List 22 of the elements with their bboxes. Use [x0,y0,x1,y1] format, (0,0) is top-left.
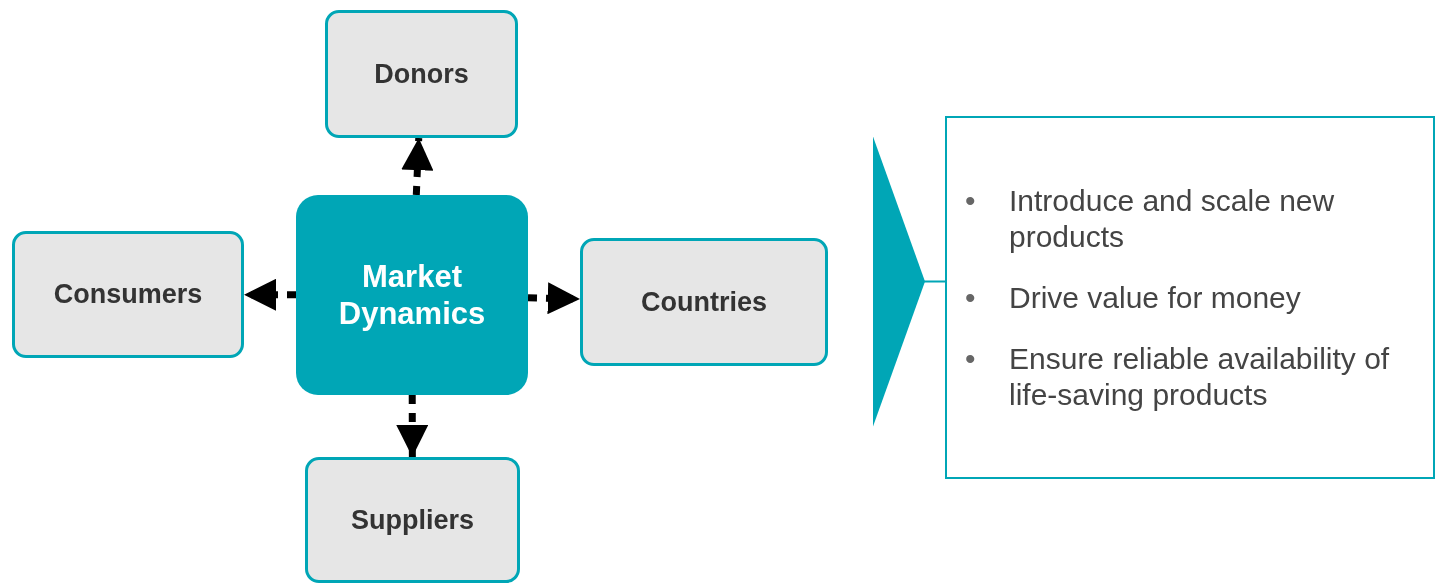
box-label: Suppliers [351,504,474,536]
bullet-text: Introduce and scale new products [1009,182,1336,255]
bullet-mark: • [965,279,977,316]
bullet-text: Drive value for money [1009,279,1302,316]
arrow [527,282,581,315]
bullet-mark: • [965,340,977,377]
box-label: Market Dynamics [337,257,487,333]
arrow [396,395,429,457]
stakeholder-box [12,231,244,358]
box-label: Countries [641,286,767,318]
arrow [244,278,296,311]
stakeholder-box [580,238,828,366]
center-box [296,195,528,395]
text-panel [945,116,1435,479]
chevron-arrow [872,136,946,427]
stakeholder-box [305,457,520,583]
stakeholder-box [325,10,518,138]
box-label: Consumers [53,279,203,310]
arrow [401,137,434,196]
bullet-mark: • [965,182,977,219]
box-label: Donors [374,58,469,90]
bullet-text: Ensure reliable availability of life-saving products [1009,340,1391,413]
